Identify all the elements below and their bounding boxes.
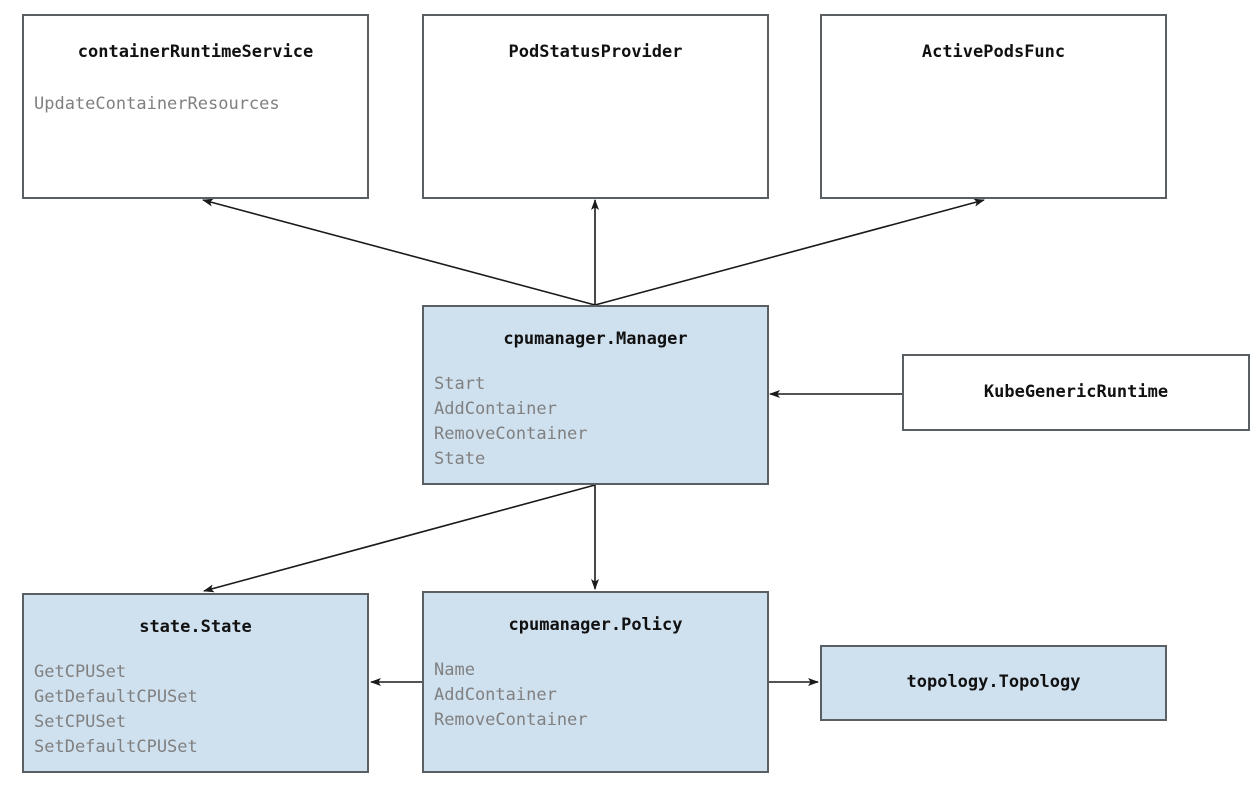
class-node-title: state.State xyxy=(139,617,252,637)
class-node-title: KubeGenericRuntime xyxy=(983,382,1169,402)
class-member: State xyxy=(434,449,486,469)
class-node-members: UpdateContainerResources xyxy=(34,92,280,117)
class-node-KubeGenericRuntime: KubeGenericRuntime xyxy=(902,354,1250,431)
class-member: RemoveContainer xyxy=(434,710,588,730)
class-member: Start xyxy=(434,374,486,394)
edge-manager-to-activePodsFunc xyxy=(594,198,985,306)
class-node-title: cpumanager.Manager xyxy=(503,329,688,349)
class-node-title: PodStatusProvider xyxy=(508,42,683,62)
class-member: RemoveContainer xyxy=(434,424,588,444)
edge-manager-to-containerRuntimeService xyxy=(202,198,596,306)
class-member: GetDefaultCPUSet xyxy=(34,687,198,707)
class-member: AddContainer xyxy=(434,685,557,705)
class-node-title: topology.Topology xyxy=(906,672,1081,692)
class-node-topologyTopology: topology.Topology xyxy=(820,645,1167,721)
class-member: Name xyxy=(434,660,475,680)
class-node-title: containerRuntimeService xyxy=(77,42,314,62)
class-member: AddContainer xyxy=(434,399,557,419)
class-node-title: ActivePodsFunc xyxy=(921,42,1066,62)
class-member: UpdateContainerResources xyxy=(34,94,280,114)
class-node-ActivePodsFunc: ActivePodsFunc xyxy=(820,14,1167,199)
class-member: SetDefaultCPUSet xyxy=(34,737,198,757)
edge-manager-to-stateState xyxy=(203,484,596,593)
class-member: GetCPUSet xyxy=(34,662,127,682)
class-node-PodStatusProvider: PodStatusProvider xyxy=(422,14,769,199)
class-member: SetCPUSet xyxy=(34,712,127,732)
class-node-title: cpumanager.Policy xyxy=(508,615,683,635)
